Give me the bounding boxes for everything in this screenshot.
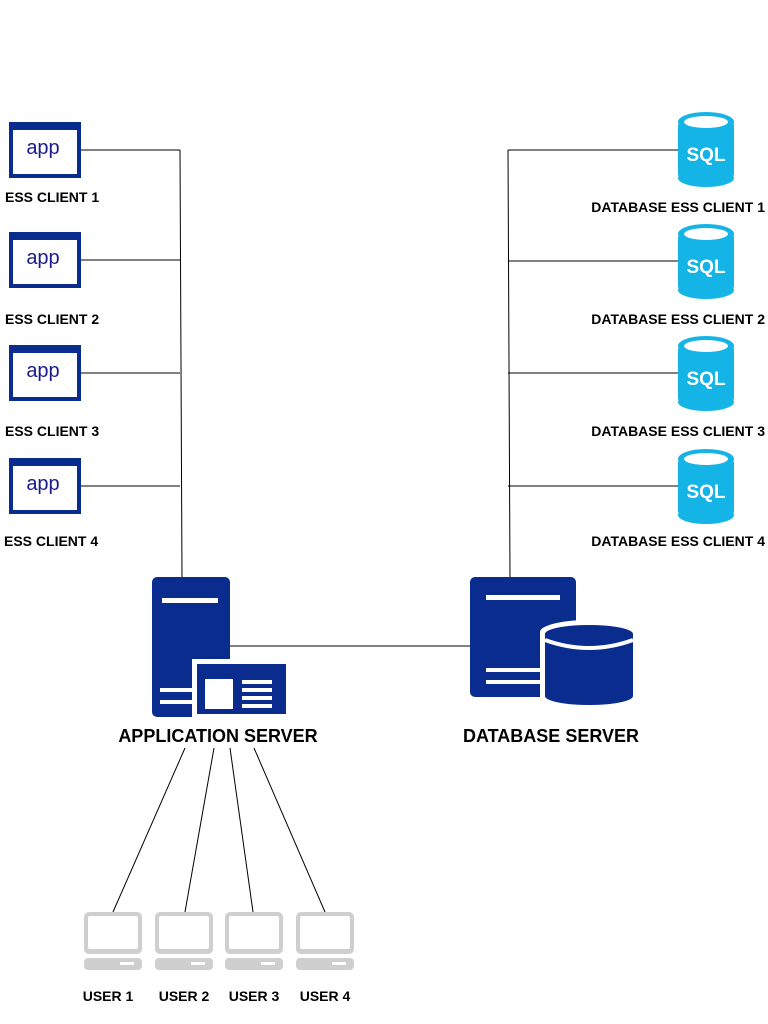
app-icon-text: app — [26, 360, 59, 382]
sql-database-icon: SQL — [678, 224, 734, 299]
sql-database-icon: SQL — [678, 336, 734, 411]
db-client-4: SQL — [678, 449, 734, 524]
sql-icon-text: SQL — [686, 145, 725, 166]
ess-client-2-label: ESS CLIENT 2 — [5, 311, 99, 327]
ess-client-2: app — [9, 232, 81, 288]
ess-client-4-label: ESS CLIENT 4 — [4, 533, 98, 549]
app-window-icon: app — [9, 122, 81, 178]
sql-icon-text: SQL — [686, 482, 725, 503]
sql-icon-text: SQL — [686, 369, 725, 390]
sql-database-icon: SQL — [678, 449, 734, 524]
db-client-1: SQL — [678, 112, 734, 187]
ess-client-3: app — [9, 345, 81, 401]
db-bus-line — [507, 149, 511, 579]
sql-icon-text: SQL — [686, 257, 725, 278]
user-3 — [225, 912, 283, 970]
user-2 — [155, 912, 213, 970]
app-icon-text: app — [26, 137, 59, 159]
user-2-label: USER 2 — [159, 988, 210, 1004]
laptop-icon — [155, 912, 213, 970]
database-server-icon — [470, 577, 638, 713]
db-client-3: SQL — [678, 336, 734, 411]
user-3-label: USER 3 — [229, 988, 280, 1004]
sql-database-icon: SQL — [678, 112, 734, 187]
app-window-icon: app — [9, 458, 81, 514]
ess-client-1: app — [9, 122, 81, 178]
db-client-3-label: DATABASE ESS CLIENT 3 — [591, 423, 765, 439]
database-server-label: DATABASE SERVER — [463, 726, 639, 746]
user-2-link — [184, 747, 215, 913]
application-server: APPLICATION SERVER — [118, 577, 318, 746]
app-window-icon: app — [9, 232, 81, 288]
connection-lines — [80, 149, 680, 913]
laptop-icon — [225, 912, 283, 970]
db-client-2-label: DATABASE ESS CLIENT 2 — [591, 311, 765, 327]
user-4-label: USER 4 — [300, 988, 351, 1004]
db-client-2: SQL — [678, 224, 734, 299]
user-4 — [296, 912, 354, 970]
ess-bus-line — [179, 149, 183, 579]
laptop-icon — [84, 912, 142, 970]
db-client-1-label: DATABASE ESS CLIENT 1 — [591, 199, 765, 215]
app-icon-text: app — [26, 247, 59, 269]
ess-client-3-label: ESS CLIENT 3 — [5, 423, 99, 439]
laptop-icon — [296, 912, 354, 970]
user-3-link — [229, 747, 254, 913]
app-icon-text: app — [26, 473, 59, 495]
user-1-link — [112, 747, 186, 913]
db-client-4-label: DATABASE ESS CLIENT 4 — [591, 533, 765, 549]
user-1-label: USER 1 — [83, 988, 134, 1004]
app-window-icon: app — [9, 345, 81, 401]
application-server-label: APPLICATION SERVER — [118, 726, 317, 746]
ess-client-1-label: ESS CLIENT 1 — [5, 189, 99, 205]
user-4-link — [253, 747, 326, 913]
database-server: DATABASE SERVER — [463, 577, 639, 746]
user-1 — [84, 912, 142, 970]
ess-client-4: app — [9, 458, 81, 514]
application-server-icon — [152, 577, 291, 718]
